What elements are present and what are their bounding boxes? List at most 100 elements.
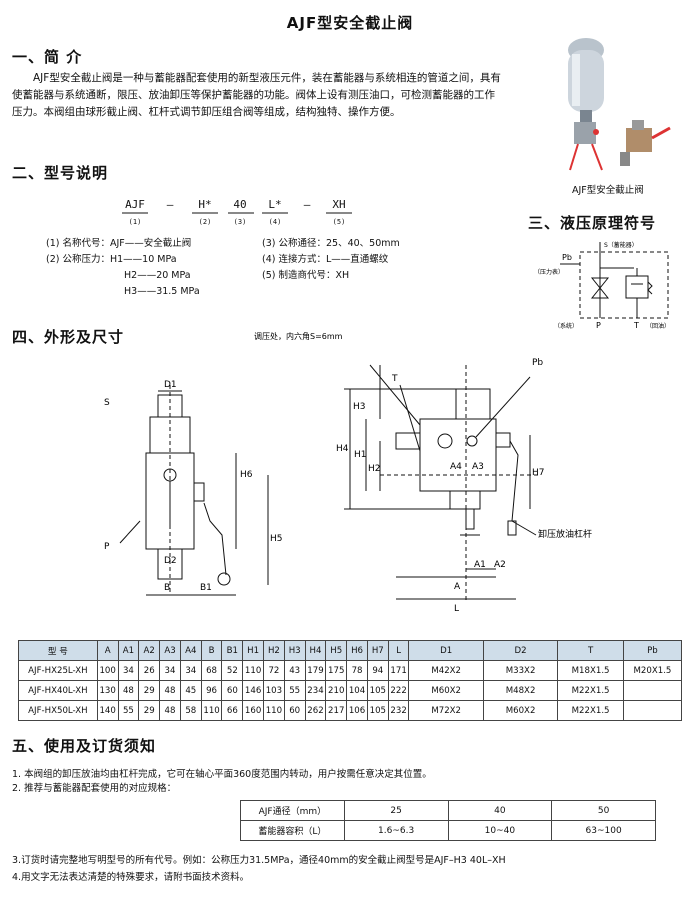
spec-cell [622, 680, 683, 701]
code-part: H* [198, 198, 212, 211]
accumulator-cell: 25 [343, 800, 449, 821]
spec-column-header: H7 [366, 640, 389, 661]
spec-cell: 26 [138, 660, 161, 681]
dim-label-h7: H7 [532, 468, 545, 478]
model-legend-right: (3) 公称通径：25、40、50mm (4) 连接方式：L——直通螺纹 (5)… [262, 236, 400, 284]
dim-label-a: A [454, 582, 461, 592]
symbol-label-p-sub: （系统） [554, 322, 578, 330]
spec-cell: M60X2 [482, 700, 559, 721]
spec-cell: 104 [346, 680, 368, 701]
spec-column-header: D2 [482, 640, 559, 661]
spec-cell: 103 [263, 680, 285, 701]
spec-cell: M72X2 [408, 700, 484, 721]
dim-label-l: L [454, 604, 459, 614]
spec-cell: 48 [159, 700, 181, 721]
spec-cell: 60 [221, 680, 244, 701]
section-usage-heading: 五、使用及订货须知 [12, 737, 157, 755]
spec-column-header: A [96, 640, 119, 661]
intro-paragraph: AJF型安全截止阀是一种与蓄能器配套使用的新型液压元件，装在蓄能器与系统相连的管… [12, 70, 502, 121]
spec-cell: 48 [159, 680, 181, 701]
section-model-heading: 二、型号说明 [12, 164, 109, 182]
spec-cell: 106 [346, 700, 368, 721]
dim-label-t: T [391, 374, 398, 384]
spec-cell: 210 [325, 680, 348, 701]
accumulator-cell: 63~100 [551, 820, 656, 841]
section-dimension-heading: 四、外形及尺寸 [12, 328, 125, 346]
accumulator-cell: 蓄能器容积（L） [240, 820, 345, 841]
spec-cell: 232 [387, 700, 410, 721]
spec-cell: M22X1.5 [557, 700, 624, 721]
spec-cell: 130 [96, 680, 119, 701]
usage-item-1: 1. 本阀组的卸压放油均由杠杆完成，它可在轴心平面360度范围内转动，用户按需任… [12, 769, 432, 780]
dim-label-a1: A1 [474, 560, 486, 570]
legend-line: (2) 公称压力：H1——10 MPa [46, 254, 177, 265]
spec-column-header: B [200, 640, 223, 661]
spec-cell: 110 [242, 660, 265, 681]
section-intro-heading: 一、简 介 [12, 48, 83, 66]
spec-cell: 100 [96, 660, 119, 681]
spec-cell: 175 [325, 660, 348, 681]
spec-column-header: A4 [179, 640, 202, 661]
spec-cell: 262 [304, 700, 327, 721]
spec-cell: 96 [200, 680, 223, 701]
code-part: AJF [125, 198, 145, 211]
spec-cell: 234 [304, 680, 327, 701]
spec-cell: 78 [346, 660, 368, 681]
symbol-label-t-sub: （回油） [646, 322, 670, 330]
dim-label-p: P [104, 542, 110, 552]
spec-cell: M18X1.5 [557, 660, 624, 681]
spec-cell: 217 [325, 700, 348, 721]
spec-cell: 45 [179, 680, 202, 701]
spec-column-header: D1 [408, 640, 484, 661]
spec-column-header: A2 [138, 640, 161, 661]
code-part: – [303, 198, 311, 211]
usage-item-4: 4.用文字无法表达清楚的特殊要求，请附书面技术资料。 [12, 872, 250, 883]
spec-cell: M48X2 [482, 680, 559, 701]
code-index: (3) [233, 218, 247, 226]
dim-label-h1: H1 [354, 450, 367, 460]
legend-line: (4) 连接方式：L——直通螺纹 [262, 254, 389, 265]
spec-cell: 105 [366, 700, 389, 721]
dim-label-a3: A3 [472, 462, 484, 472]
spec-cell: 48 [117, 680, 140, 701]
dim-label-h2: H2 [368, 464, 381, 474]
spec-cell: 34 [179, 660, 202, 681]
code-underlines [122, 212, 352, 214]
spec-cell: 72 [263, 660, 285, 681]
code-index: (1) [128, 218, 142, 226]
dim-label-a4: A4 [450, 462, 462, 472]
dim-label-h5: H5 [270, 534, 283, 544]
dim-label-h4: H4 [336, 444, 349, 454]
spec-cell: 140 [96, 700, 119, 721]
spec-cell: 34 [117, 660, 140, 681]
code-index: (2) [198, 218, 212, 226]
code-index: (4) [268, 218, 282, 226]
spec-column-header: H5 [325, 640, 348, 661]
symbol-label-pb-sub: （压力表） [534, 268, 564, 276]
spec-cell: 55 [283, 680, 306, 701]
dim-label-d1: D1 [164, 380, 177, 390]
dim-label-h6: H6 [240, 470, 253, 480]
spec-cell: M42X2 [408, 660, 484, 681]
dimension-drawing: D1 S H6 H5 P D2 B B1 调压处，内六角S=6mm T Pb H… [104, 331, 592, 614]
spec-cell: 66 [221, 700, 244, 721]
spec-cell: 29 [138, 700, 161, 721]
spec-column-header: H1 [242, 640, 265, 661]
section-symbol-heading: 三、液压原理符号 [528, 214, 657, 232]
usage-item-3: 3.订货时请完整地写明型号的所有代号。例如：公称压力31.5MPa，通径40mm… [12, 855, 506, 866]
spec-cell: 43 [283, 660, 306, 681]
legend-line: H3——31.5 MPa [124, 286, 200, 297]
code-index: (5) [332, 218, 346, 226]
spec-column-header: H6 [346, 640, 368, 661]
spec-column-header: H4 [304, 640, 327, 661]
intro-text: AJF型安全截止阀是一种与蓄能器配套使用的新型液压元件，装在蓄能器与系统相连的管… [12, 72, 501, 118]
spec-cell: 171 [387, 660, 410, 681]
spec-cell [622, 700, 683, 721]
dim-label-a2: A2 [494, 560, 506, 570]
dim-label-s: S [104, 398, 110, 408]
code-part: XH [332, 198, 346, 211]
product-photo [568, 38, 671, 171]
